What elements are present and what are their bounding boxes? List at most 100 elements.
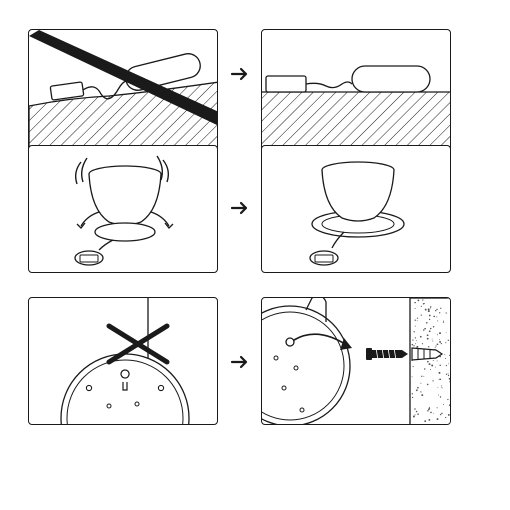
wall-speckle-dot — [437, 407, 438, 408]
wall-speckle-dot — [427, 384, 429, 386]
wall-speckle-dot — [424, 303, 425, 304]
wall-speckle-dot — [413, 366, 414, 367]
wall-speckle-dot — [446, 312, 447, 313]
wall-speckle-dot — [435, 345, 436, 346]
wall-speckle-dot — [415, 343, 416, 344]
wall-speckle-dot — [435, 310, 436, 311]
wall — [410, 298, 451, 425]
wall-speckle-dot — [413, 345, 414, 346]
wall-speckle-dot — [425, 309, 427, 311]
wall-speckle-dot — [429, 407, 430, 408]
panel-pot-saucer — [261, 145, 451, 273]
wall-speckle-dot — [417, 413, 419, 415]
wall-speckle-dot — [433, 360, 434, 361]
wall-speckle-dot — [439, 372, 441, 374]
wall-speckle-dot — [433, 413, 434, 414]
wall-speckle-dot — [427, 410, 428, 411]
screw-hole — [294, 366, 298, 370]
wall-speckle-dot — [415, 337, 416, 338]
wall-speckle-dot — [421, 315, 422, 316]
wall-speckle-dot — [449, 381, 450, 382]
wall-speckle-dot — [449, 355, 450, 356]
panel-pot-shaking — [28, 145, 218, 273]
wall-speckle-dot — [439, 332, 441, 334]
wall-speckle-dot — [427, 361, 429, 363]
wall-speckle-dot — [441, 387, 442, 388]
wall-speckle-dot — [414, 408, 416, 410]
wall-speckle-dot — [428, 409, 430, 411]
wall-speckle-dot — [420, 383, 421, 384]
screw-hole — [107, 404, 111, 408]
wall-speckle-dot — [445, 417, 446, 418]
screw-hole — [86, 385, 91, 390]
keyhole — [286, 338, 294, 346]
wall-speckle-dot — [443, 320, 444, 321]
sensor-cable — [99, 240, 113, 250]
wall-speckle-dot — [436, 316, 437, 317]
wall-speckle-dot — [448, 363, 449, 364]
wall-speckle-dot — [414, 414, 415, 415]
wall-speckle-dot — [437, 387, 438, 388]
wall-speckle-dot — [412, 376, 413, 377]
wall-speckle-dot — [446, 374, 447, 375]
wall-speckle-dot — [423, 303, 425, 305]
wall-speckle-dot — [436, 309, 437, 310]
wall-speckle-dot — [444, 354, 445, 355]
panel-cable-right — [261, 29, 451, 157]
wall-speckle-dot — [445, 358, 446, 359]
wall-speckle-dot — [435, 367, 436, 368]
wall-speckle-dot — [429, 330, 431, 332]
wall-speckle-dot — [412, 339, 413, 340]
wall-speckle-dot — [437, 360, 438, 361]
hanging-by-cable-illustration — [29, 298, 218, 425]
wall-speckle-dot — [437, 343, 439, 345]
wall-speckle-dot — [438, 395, 439, 396]
wall-speckle-dot — [441, 343, 442, 344]
wall-speckle-dot — [432, 341, 433, 342]
wall-speckle-dot — [443, 321, 444, 322]
wall-speckle-dot — [429, 319, 430, 320]
wall-speckle-dot — [446, 365, 447, 366]
wall-speckle-dot — [414, 331, 415, 332]
wall-speckle-dot — [416, 346, 418, 348]
wall-speckle-dot — [424, 420, 426, 422]
right-arrow-icon — [230, 354, 250, 370]
wall-speckle-dot — [437, 418, 439, 420]
wall-speckle-dot — [439, 379, 440, 380]
wall-speckle-dot — [431, 365, 433, 367]
wall-speckle-dot — [446, 332, 447, 333]
device-back — [262, 306, 350, 425]
wall-speckle-dot — [422, 299, 423, 300]
screw-hole — [300, 408, 304, 412]
wall-speckle-dot — [440, 308, 441, 309]
wall-speckle-dot — [445, 342, 446, 343]
wall-speckle-dot — [420, 336, 422, 338]
screw-hole — [135, 402, 139, 406]
wall-speckle-dot — [441, 385, 442, 386]
wall-speckle-dot — [415, 326, 416, 327]
wall-speckle-dot — [417, 387, 419, 389]
wall-speckle-dot — [428, 308, 430, 310]
wall-speckle-dot — [412, 393, 413, 394]
panel-wall-screw — [261, 297, 451, 425]
wall-speckle-dot — [422, 343, 423, 344]
wall-speckle-dot — [414, 302, 415, 303]
wall-speckle-dot — [440, 379, 441, 380]
wall-speckle-dot — [421, 306, 422, 307]
wall-speckle-dot — [424, 328, 426, 330]
wall-speckle-dot — [440, 396, 441, 397]
wall-speckle-dot — [448, 375, 449, 376]
wall-speckle-dot — [430, 412, 432, 414]
panel-hang-wrong — [28, 297, 218, 425]
wall-speckle-dot — [440, 414, 441, 415]
wall-speckle-dot — [439, 365, 440, 366]
wall-speckle-dot — [417, 320, 418, 321]
wall-speckle-dot — [449, 404, 451, 406]
wall-speckle-dot — [424, 368, 425, 369]
wall-speckle-dot — [433, 326, 435, 328]
wall-speckle-dot — [416, 411, 418, 413]
screw-hole — [282, 386, 286, 390]
wall-speckle-dot — [427, 338, 429, 340]
wall-speckle-dot — [439, 339, 440, 340]
panel-cable-wrong — [28, 29, 218, 157]
